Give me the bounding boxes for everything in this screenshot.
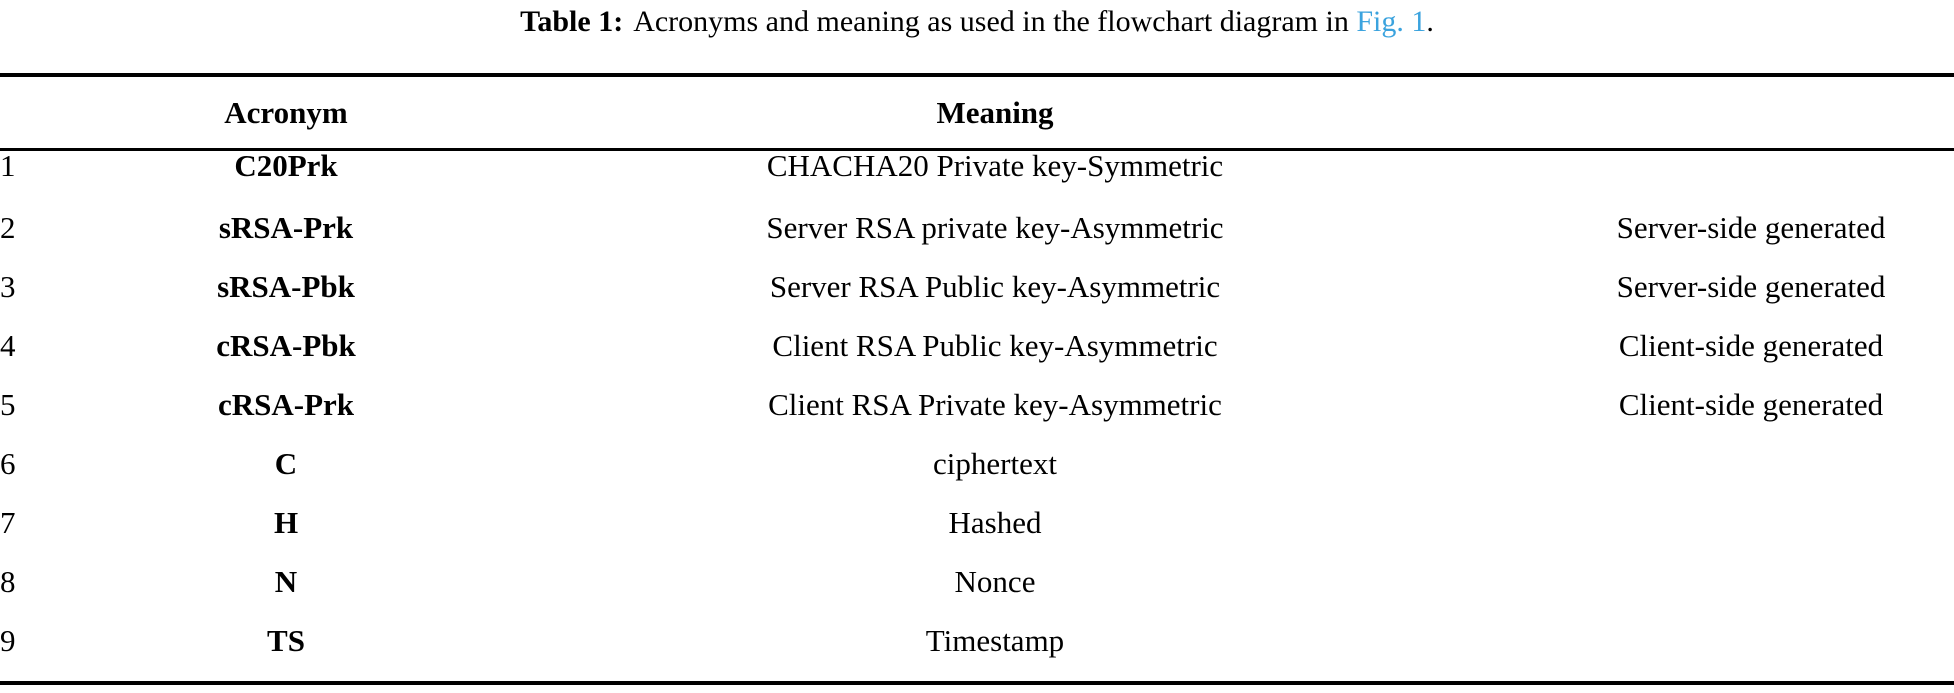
column-header-note [1548,77,1954,148]
table-row: 3 sRSA-Pbk Server RSA Public key-Asymmet… [0,269,1954,328]
row-number: 2 [0,210,16,245]
table-caption-text: Acronyms and meaning as used in the flow… [633,5,1357,38]
row-number: 8 [0,564,16,599]
row-note: Server-side generated [1616,210,1886,245]
table-row: 5 cRSA-Prk Client RSA Private key-Asymme… [0,387,1954,446]
column-header-number [0,77,130,148]
row-meaning: Server RSA Public key-Asymmetric [769,269,1221,304]
row-note [1548,505,1954,564]
row-note [1548,623,1954,682]
table-row: 4 cRSA-Pbk Client RSA Public key-Asymmet… [0,328,1954,387]
row-number: 6 [0,446,16,481]
table-body: 1 C20Prk CHACHA20 Private key-Symmetric … [0,148,1954,682]
row-meaning: Nonce [954,564,1036,599]
row-note [1548,564,1954,623]
table-top-rule [0,73,1954,77]
table-row: 7 H Hashed [0,505,1954,564]
row-acronym: C20Prk [234,148,338,183]
row-note [1548,446,1954,505]
row-number: 1 [0,148,16,183]
table-header-rule [0,148,1954,151]
row-meaning: Client RSA Public key-Asymmetric [772,328,1218,363]
table-caption: Table 1: Acronyms and meaning as used in … [0,0,1954,44]
row-meaning: CHACHA20 Private key-Symmetric [766,148,1224,183]
row-note: Client-side generated [1618,387,1884,422]
row-acronym: sRSA-Pbk [217,269,355,304]
figure-reference-link[interactable]: Fig. 1 [1356,5,1427,38]
row-note [1548,148,1954,210]
acronyms-table: Acronym Meaning 1 C20Prk CHACHA20 Privat… [0,77,1954,682]
row-acronym: cRSA-Pbk [216,328,356,363]
row-number: 7 [0,505,16,540]
row-number: 5 [0,387,16,422]
table-row: 8 N Nonce [0,564,1954,623]
row-note: Client-side generated [1618,328,1884,363]
row-meaning: Client RSA Private key-Asymmetric [768,387,1222,422]
column-header-acronym: Acronym [224,94,348,130]
row-meaning: ciphertext [933,446,1057,481]
table-row: 2 sRSA-Prk Server RSA private key-Asymme… [0,210,1954,269]
row-meaning: Timestamp [925,623,1065,658]
table-caption-label: Table 1: [520,5,624,38]
row-number: 4 [0,328,16,363]
row-number: 9 [0,623,16,658]
row-acronym: N [274,564,298,599]
caption-trailing-period: . [1426,5,1434,38]
table-header: Acronym Meaning [0,77,1954,148]
table-bottom-rule [0,681,1954,685]
header-row: Acronym Meaning [0,77,1954,148]
row-meaning: Hashed [948,505,1042,540]
row-acronym: C [274,446,298,481]
table-row: 1 C20Prk CHACHA20 Private key-Symmetric [0,148,1954,210]
table-row: 9 TS Timestamp [0,623,1954,682]
row-acronym: sRSA-Prk [218,210,354,245]
column-header-meaning: Meaning [936,94,1054,130]
row-number: 3 [0,269,16,304]
row-acronym: TS [267,623,305,658]
row-acronym: cRSA-Prk [217,387,355,422]
row-meaning: Server RSA private key-Asymmetric [766,210,1224,245]
row-acronym: H [273,505,299,540]
row-note: Server-side generated [1616,269,1886,304]
table-row: 6 C ciphertext [0,446,1954,505]
